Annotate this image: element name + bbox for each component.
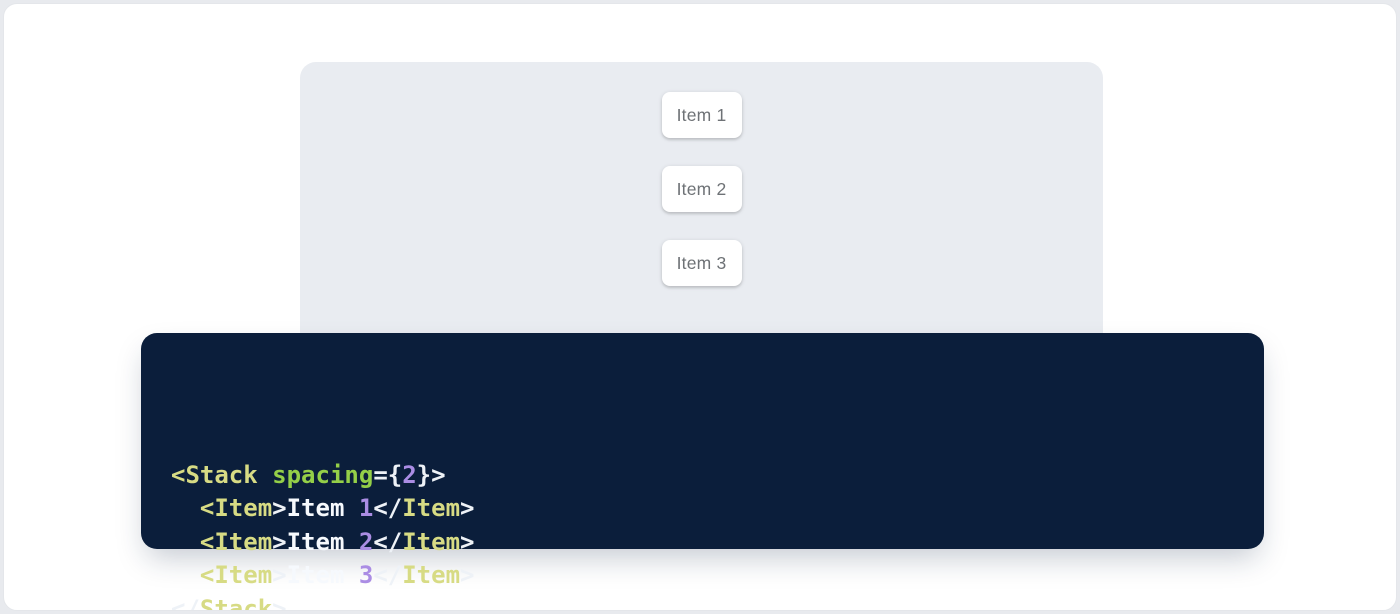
code-token-punctuation: > bbox=[272, 494, 287, 522]
code-token-tag: Item bbox=[402, 561, 461, 589]
code-token-punctuation: > bbox=[460, 494, 475, 522]
stack-item: Item 1 bbox=[661, 92, 742, 138]
code-token-number: 2 bbox=[402, 460, 417, 489]
code-token-text: Item bbox=[286, 527, 359, 556]
code-token-text: Item bbox=[286, 494, 359, 522]
code-token-number: 2 bbox=[358, 527, 374, 556]
code-line: <Item>Item 1</Item> bbox=[171, 492, 1234, 526]
code-token-number: 1 bbox=[358, 494, 374, 522]
code-token-text: Item bbox=[286, 561, 359, 589]
code-token-tag: <Item bbox=[199, 527, 273, 556]
code-token-punctuation: }> bbox=[416, 460, 446, 489]
code-line: <Item>Item 2</Item> bbox=[171, 526, 1234, 560]
code-token-number: 3 bbox=[358, 561, 374, 589]
stack-item: Item 3 bbox=[661, 240, 742, 286]
code-token-text bbox=[171, 494, 200, 522]
code-token-tag: Item bbox=[402, 527, 461, 556]
code-token-text bbox=[258, 461, 272, 489]
code-token-punctuation: </ bbox=[171, 594, 200, 611]
code-token-punctuation: </ bbox=[373, 494, 403, 522]
code-line: </Stack> bbox=[171, 593, 1234, 611]
code-token-punctuation: </ bbox=[373, 527, 403, 556]
code-token-tag: <Stack bbox=[171, 460, 258, 489]
stack-item: Item 2 bbox=[661, 166, 742, 212]
code-token-punctuation: > bbox=[272, 527, 287, 556]
code-token-punctuation: ={ bbox=[373, 460, 403, 489]
code-token-tag: Item bbox=[402, 494, 461, 522]
code-content: <Stack spacing={2}> <Item>Item 1</Item> … bbox=[141, 333, 1264, 611]
code-token-punctuation: </ bbox=[373, 561, 403, 589]
code-token-tag: <Item bbox=[199, 561, 273, 589]
code-token-attr: spacing bbox=[272, 460, 374, 489]
code-token-text bbox=[171, 528, 200, 556]
code-token-punctuation: > bbox=[272, 561, 287, 589]
code-token-punctuation: > bbox=[460, 561, 475, 589]
code-block: <Stack spacing={2}> <Item>Item 1</Item> … bbox=[141, 333, 1264, 610]
code-token-tag: Stack bbox=[199, 594, 273, 611]
code-token-punctuation: > bbox=[460, 527, 475, 556]
code-token-tag: <Item bbox=[199, 494, 273, 522]
stack-container: Item 1 Item 2 Item 3 bbox=[300, 62, 1103, 286]
code-line: <Stack spacing={2}> bbox=[171, 459, 1234, 493]
code-line: <Item>Item 3</Item> bbox=[171, 559, 1234, 593]
code-token-text bbox=[171, 561, 200, 589]
code-token-punctuation: > bbox=[272, 594, 287, 611]
